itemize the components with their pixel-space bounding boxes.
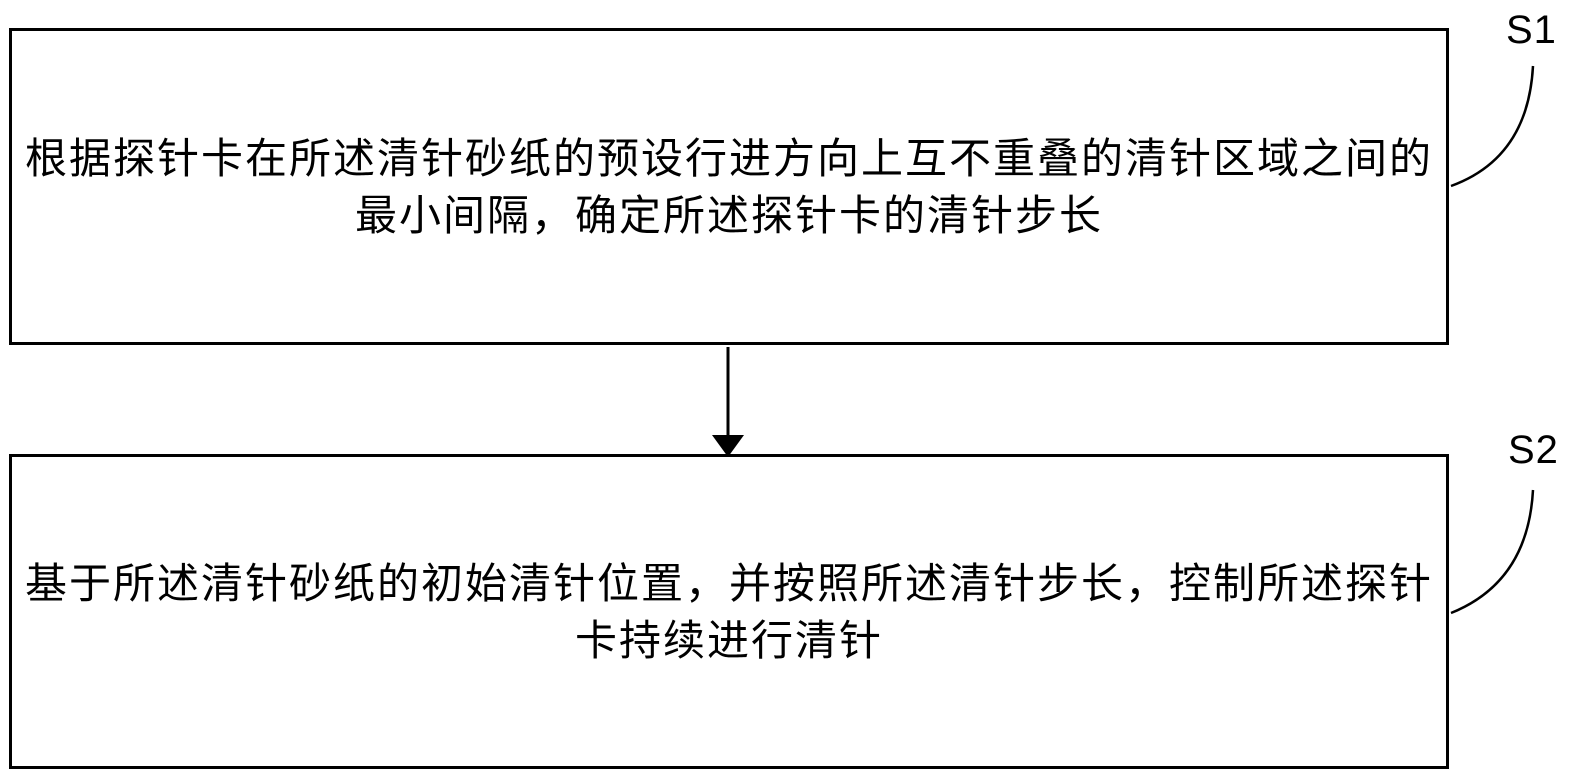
step-s1-text-line-2: 最小间隔，确定所述探针卡的清针步长 [354,190,1103,240]
step-box-s1: 根据探针卡在所述清针砂纸的预设行进方向上互不重叠的清针区域之间的 最小间隔，确定… [9,28,1449,345]
step-s1-text-line-1: 根据探针卡在所述清针砂纸的预设行进方向上互不重叠的清针区域之间的 [24,133,1433,183]
s2-leader-curve [1450,489,1535,615]
step-s2-text-line-2: 卡持续进行清针 [574,615,883,665]
step-box-s2: 基于所述清针砂纸的初始清针位置，并按照所述清针步长，控制所述探针 卡持续进行清针 [9,454,1449,769]
step-label-s1: S1 [1506,8,1557,52]
s1-leader-curve [1450,65,1535,188]
step-s2-text-line-1: 基于所述清针砂纸的初始清针位置，并按照所述清针步长，控制所述探针 [24,558,1433,608]
step-label-s2: S2 [1508,428,1559,472]
